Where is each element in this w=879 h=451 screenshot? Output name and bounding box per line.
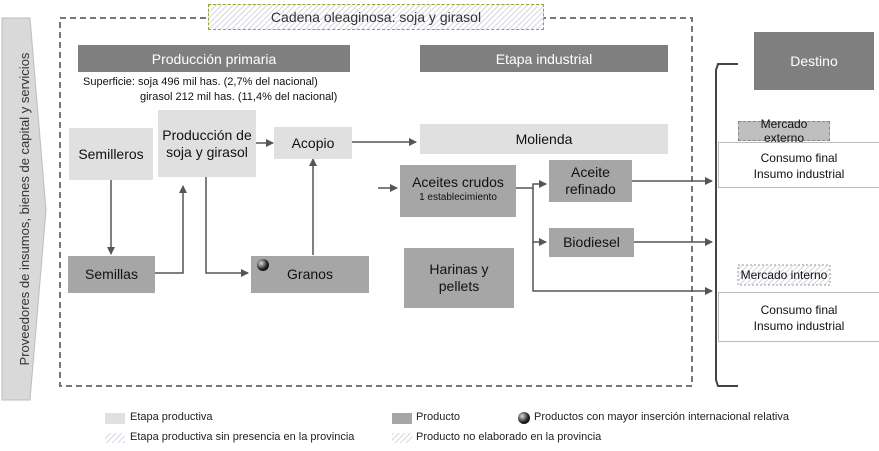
legend-producto-no-elaborado: Producto no elaborado en la provincia: [416, 431, 602, 443]
mercado-interno-line1: Consumo final: [760, 303, 838, 317]
legend-etapa-productiva: Etapa productiva: [130, 411, 213, 423]
node-semillas: Semillas: [68, 256, 155, 293]
node-acopio: Acopio: [274, 127, 352, 159]
node-granos: Granos: [251, 256, 369, 293]
node-harinas: Harinas y pellets: [404, 248, 514, 308]
surface-line-1: Superficie: soja 496 mil has. (2,7% del …: [83, 76, 318, 88]
chain-title: Cadena oleaginosa: soja y girasol: [208, 4, 544, 30]
legend-swatch-producto: [392, 413, 412, 424]
mayor-insercion-icon: [257, 259, 269, 271]
mercado-externo-line2: Insumo industrial: [753, 167, 845, 181]
providers-chevron: [1, 17, 47, 401]
legend-etapa-sin-presencia: Etapa productiva sin presencia en la pro…: [130, 431, 355, 443]
legend-producto: Producto: [416, 411, 461, 423]
legend-mayor-insercion: Productos con mayor inserción internacio…: [534, 411, 789, 423]
surface-line-2: girasol 212 mil has. (11,4% del nacional…: [140, 91, 338, 103]
header-destination: Destino: [754, 32, 874, 90]
legend-swatch-etapa-productiva: [105, 413, 125, 424]
node-aceites-crudos-sub: 1 establecimiento: [419, 192, 497, 203]
mercado-externo-line1: Consumo final: [760, 151, 838, 165]
chain-title-hatch: [208, 4, 544, 30]
node-aceite-refinado: Aceite refinado: [549, 160, 632, 202]
destination-bracket: [715, 63, 738, 387]
node-aceites-crudos: Aceites crudos 1 establecimiento: [400, 165, 516, 217]
node-molienda: Molienda: [420, 124, 668, 154]
node-semilleros: Semilleros: [69, 128, 153, 180]
providers-label: Proveedores de insumos, bienes de capita…: [11, 9, 37, 409]
header-primary: Producción primaria: [78, 45, 350, 72]
chain-title-text: Cadena oleaginosa: soja y girasol: [270, 9, 482, 25]
chain-frame: [59, 17, 693, 387]
legend-swatch-producto-no-elaborado: [392, 433, 412, 443]
header-industrial: Etapa industrial: [420, 45, 668, 72]
node-biodiesel: Biodiesel: [549, 228, 634, 257]
legend-mayor-insercion-icon: [518, 412, 530, 424]
mercado-externo-title: Mercado externo: [738, 117, 830, 145]
mercado-interno-title: Mercado interno: [740, 268, 828, 282]
node-produccion: Producción de soja y girasol: [158, 110, 256, 177]
mercado-interno-box: Consumo final Insumo industrial: [718, 292, 879, 342]
providers-label-text: Proveedores de insumos, bienes de capita…: [16, 52, 32, 366]
node-granos-label: Granos: [287, 266, 333, 282]
mercado-interno-line2: Insumo industrial: [753, 319, 845, 333]
mercado-interno-hatch: [737, 264, 831, 286]
mercado-externo-box: Consumo final Insumo industrial: [718, 142, 879, 188]
legend-swatch-etapa-sin-presencia: [105, 433, 125, 443]
node-aceites-crudos-label: Aceites crudos: [412, 174, 504, 190]
